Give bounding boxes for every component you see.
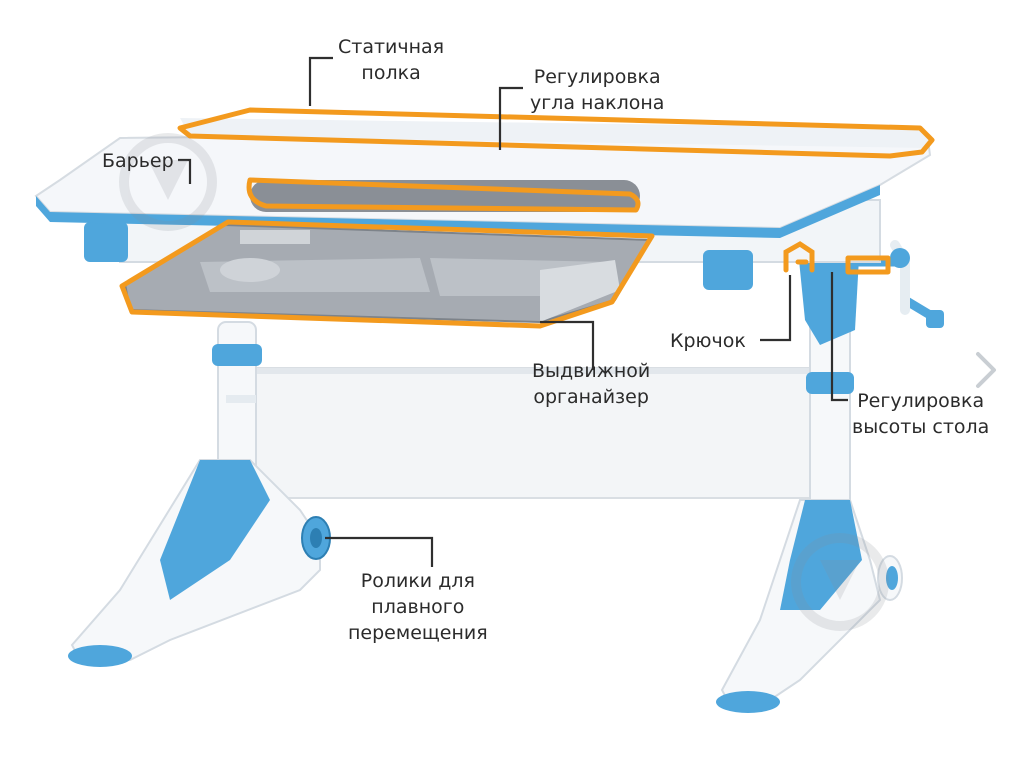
chevron-right-icon[interactable] [968, 348, 1002, 392]
left-leg [68, 321, 331, 667]
leader-tilt [498, 86, 523, 150]
leader-lines [178, 56, 848, 567]
leader-barrier [178, 158, 192, 184]
label-barrier: Барьер [102, 150, 174, 172]
static-shelf-outline [177, 107, 935, 159]
leader-casters [325, 536, 434, 567]
crossbar-panel [254, 367, 826, 499]
label-hook: Крючок [670, 330, 746, 352]
height-adjust-outline [845, 255, 891, 275]
leader-organizer [540, 320, 595, 370]
organizer-outline [119, 219, 655, 329]
download-arrow-icon [119, 133, 889, 631]
organizer-drawer [123, 223, 652, 324]
leader-static-shelf [308, 56, 333, 106]
highlight-outlines [119, 107, 935, 329]
barrier-rail [250, 180, 640, 212]
hook [783, 241, 815, 273]
leader-height [830, 272, 848, 402]
barrier-outline [246, 177, 641, 213]
leader-hook [760, 275, 792, 342]
